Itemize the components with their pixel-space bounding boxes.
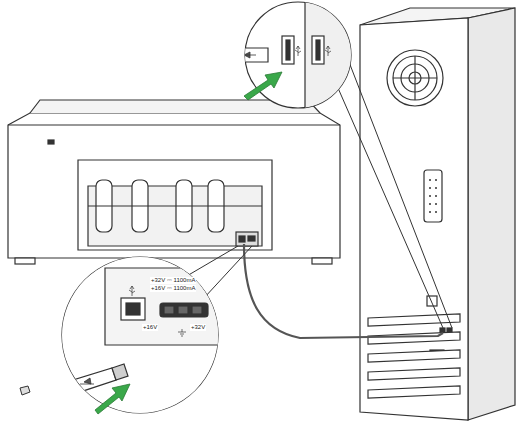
port-label: +16V ⎓ 1100mA [150,285,196,292]
printer [8,100,340,264]
port-label: +32V ⎓ 1100mA [150,277,196,284]
computer-tower [360,8,515,420]
port-label: +16V [142,324,158,331]
port-label: +32V [190,324,206,331]
computer-port-callout [200,2,365,108]
usb-cable [244,244,443,338]
printer-port-callout [20,255,222,415]
